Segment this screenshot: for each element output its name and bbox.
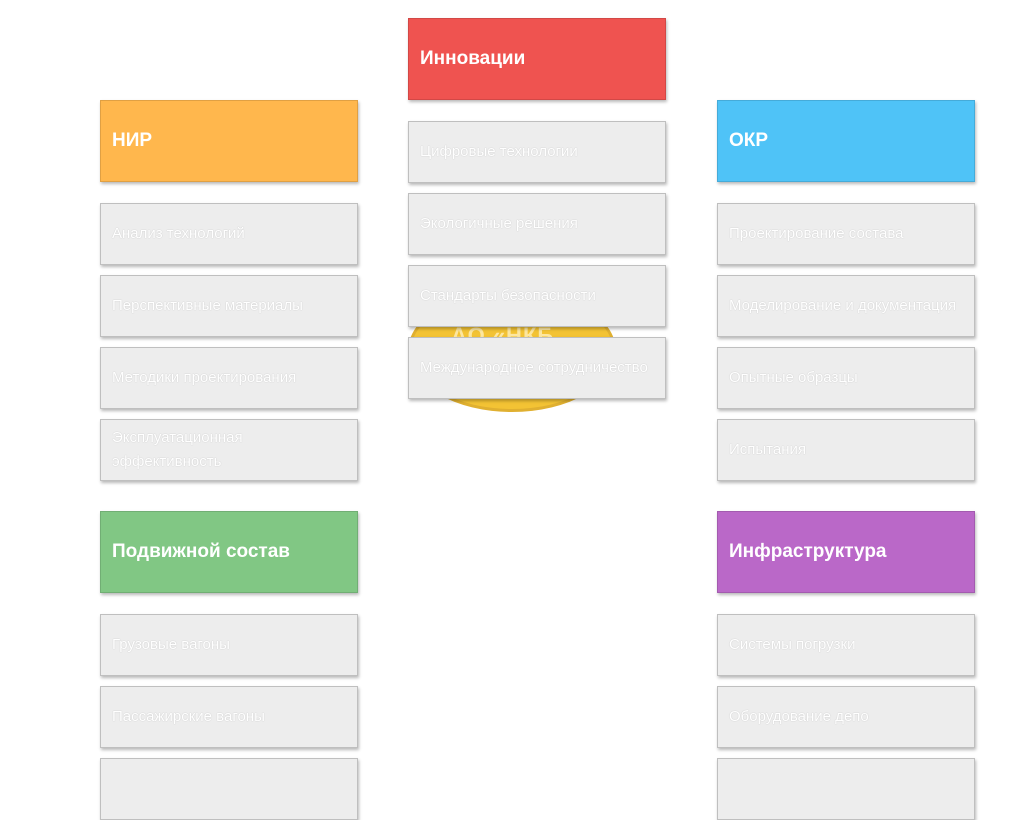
okr-item: Испытания	[717, 419, 975, 481]
nir-item: Эксплуатационная эффективность	[100, 419, 358, 481]
okr-header: ОКР	[717, 100, 975, 182]
innovations-item: Международное сотрудничество	[408, 337, 666, 399]
rolling-stock-item: Грузовые вагоны	[100, 614, 358, 676]
innovations-item-label: Цифровые технологии	[420, 143, 578, 160]
innovations-header: Инновации	[408, 18, 666, 100]
okr-item-label: Опытные образцы	[729, 369, 858, 386]
nir-item-label: Анализ технологий	[112, 225, 245, 242]
okr-item-label: Моделирование и документация	[729, 297, 957, 314]
innovations-title: Инновации	[420, 48, 526, 69]
nir-item: Анализ технологий	[100, 203, 358, 265]
okr-item: Моделирование и документация	[717, 275, 975, 337]
rolling-stock-item-label: Пассажирские вагоны	[112, 708, 265, 725]
rolling-stock-item	[100, 758, 358, 820]
okr-title: ОКР	[729, 130, 769, 151]
okr-item-label: Проектирование состава	[729, 225, 904, 242]
rolling-stock-item-label: Грузовые вагоны	[112, 636, 230, 653]
nir-item-label: Эксплуатационная эффективность	[112, 429, 243, 470]
nir-item: Методики проектирования	[100, 347, 358, 409]
infrastructure-item-label: Оборудование депо	[729, 708, 869, 725]
nir-item-label: Перспективные материалы	[112, 297, 303, 314]
nir-title: НИР	[112, 130, 153, 151]
rolling-stock-item: Пассажирские вагоны	[100, 686, 358, 748]
infrastructure-item	[717, 758, 975, 820]
innovations-item-label: Международное сотрудничество	[420, 359, 648, 376]
innovations-item: Стандарты безопасности	[408, 265, 666, 327]
okr-item: Проектирование состава	[717, 203, 975, 265]
infrastructure-title: Инфраструктура	[729, 541, 887, 562]
nir-item: Перспективные материалы	[100, 275, 358, 337]
nir-item-label: Методики проектирования	[112, 369, 297, 386]
infrastructure-item: Системы погрузки	[717, 614, 975, 676]
innovations-item: Экологичные решения	[408, 193, 666, 255]
okr-item-label: Испытания	[729, 441, 807, 458]
infrastructure-item-label: Системы погрузки	[729, 636, 856, 653]
rolling-stock-title: Подвижной состав	[112, 541, 290, 562]
infrastructure-item: Оборудование депо	[717, 686, 975, 748]
innovations-item-label: Экологичные решения	[420, 215, 578, 232]
innovations-item: Цифровые технологии	[408, 121, 666, 183]
diagram-slide: АО «НКБ Инновации Цифровые технологии Эк…	[100, 18, 975, 820]
okr-item: Опытные образцы	[717, 347, 975, 409]
innovations-item-label: Стандарты безопасности	[420, 287, 596, 304]
infrastructure-header: Инфраструктура	[717, 511, 975, 593]
rolling-stock-header: Подвижной состав	[100, 511, 358, 593]
nir-header: НИР	[100, 100, 358, 182]
